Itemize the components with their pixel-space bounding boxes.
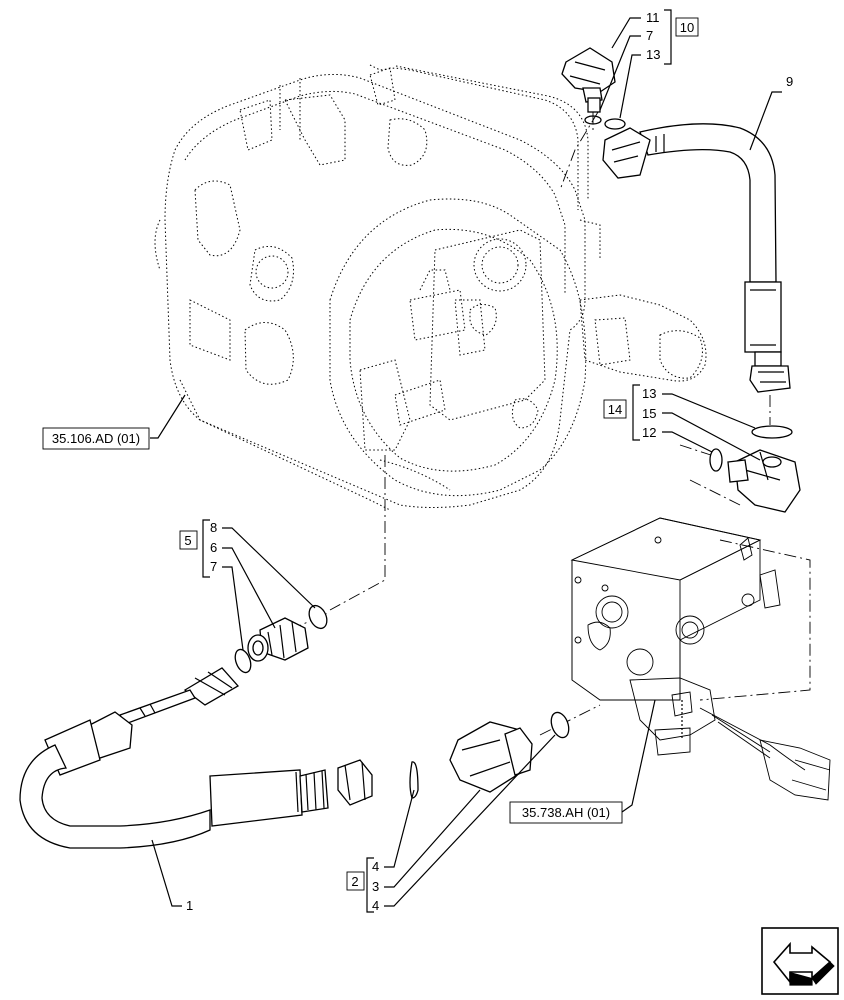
elbow-11-drawing — [561, 47, 626, 130]
hose-9-drawing — [602, 123, 791, 393]
group-label-10: 10 — [680, 20, 694, 35]
callout-1-group: 1 — [151, 839, 193, 913]
hose-1-drawing — [19, 667, 373, 849]
callout-6[interactable]: 6 — [210, 540, 217, 555]
callout-9-group: 9 — [749, 74, 793, 151]
callout-group-2: 2 4 3 4 — [346, 734, 556, 913]
valve-ref-leader — [621, 699, 656, 813]
callout-3[interactable]: 3 — [372, 879, 379, 894]
callout-1[interactable]: 1 — [186, 898, 193, 913]
callout-4-top[interactable]: 4 — [372, 859, 379, 874]
callout-8[interactable]: 8 — [210, 520, 217, 535]
callout-12[interactable]: 12 — [642, 425, 656, 440]
centerline — [539, 704, 601, 736]
group-label-5: 5 — [184, 533, 191, 548]
callout-11[interactable]: 11 — [646, 10, 660, 25]
callout-13[interactable]: 13 — [646, 47, 660, 62]
group-box-10[interactable] — [675, 17, 699, 37]
next-page-arrow-icon[interactable] — [761, 927, 839, 995]
callout-7[interactable]: 7 — [646, 28, 653, 43]
callout-group-5: 5 8 6 7 — [179, 519, 316, 651]
group-label-2: 2 — [351, 874, 358, 889]
fitting-6-drawing — [234, 604, 328, 674]
group-label-14: 14 — [608, 402, 622, 417]
centerline — [329, 455, 386, 611]
group-box-2[interactable] — [346, 871, 365, 891]
valve-ref-box[interactable] — [509, 801, 623, 824]
callout-group-10: 11 7 13 10 — [599, 9, 699, 119]
group-box-14[interactable] — [603, 399, 627, 419]
callout-15[interactable]: 15 — [642, 406, 656, 421]
pump-ref-box[interactable] — [42, 427, 150, 450]
callout-13-right[interactable]: 13 — [642, 386, 656, 401]
hydraulic-pump-drawing — [154, 64, 707, 511]
centerline — [559, 111, 599, 191]
elbow-3-drawing — [409, 711, 570, 799]
callout-group-14: 14 13 15 12 — [603, 384, 761, 461]
centerline — [679, 444, 741, 506]
elbow-15-drawing — [709, 425, 801, 513]
group-box-5[interactable] — [179, 530, 198, 550]
callout-4-bottom[interactable]: 4 — [372, 898, 379, 913]
callout-7-left[interactable]: 7 — [210, 559, 217, 574]
pump-ref-leader — [150, 394, 186, 439]
callout-9[interactable]: 9 — [786, 74, 793, 89]
valve-ref-label: 35.738.AH (01) — [522, 805, 610, 820]
valve-block-drawing — [570, 517, 831, 801]
pump-ref-label: 35.106.AD (01) — [52, 431, 140, 446]
